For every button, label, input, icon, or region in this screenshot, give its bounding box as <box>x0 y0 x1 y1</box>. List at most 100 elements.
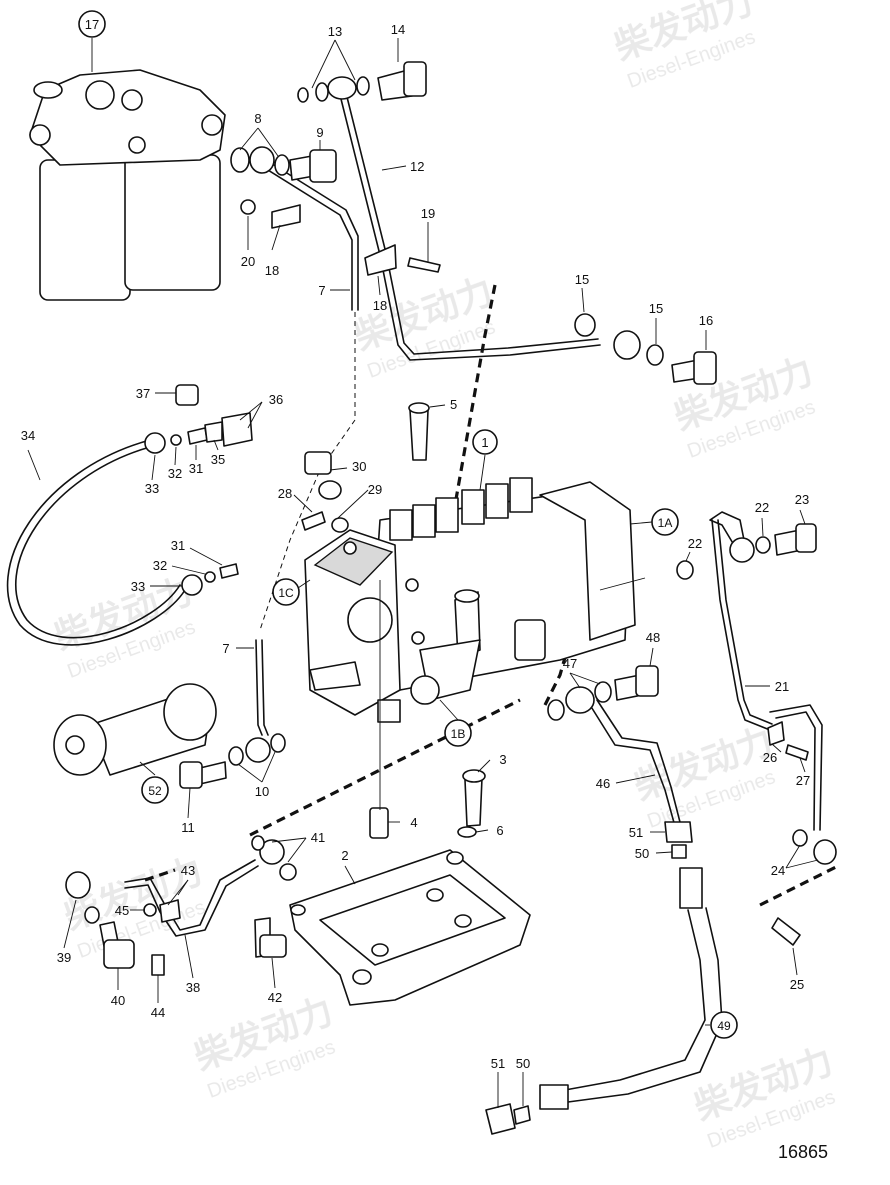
callout-21: 21 <box>775 679 789 694</box>
fuel-pipe-12 <box>339 94 601 361</box>
filter-head-boss <box>33 81 63 99</box>
svg-text:1: 1 <box>481 435 488 450</box>
washer-8 <box>274 154 290 176</box>
return-line-assembly <box>6 384 253 646</box>
callout-22: 22 <box>688 536 702 551</box>
olive-50 <box>513 1105 531 1125</box>
fuel-pipe-7-upper-edge <box>265 159 359 311</box>
washer-29 <box>331 517 349 533</box>
washer-41 <box>279 863 297 881</box>
banjo-fitting-15 <box>613 330 641 360</box>
callout-1B: 1B <box>444 719 472 747</box>
callout-1A: 1A <box>651 508 679 536</box>
delivery-valve-holder <box>461 489 485 525</box>
banjo-bolt-head-11 <box>179 761 203 789</box>
spring-35 <box>204 421 223 443</box>
filter-outlet-port <box>201 114 223 136</box>
callout-37: 37 <box>136 386 150 401</box>
pipe-21-lower-edge <box>775 711 816 831</box>
filter-head-plug <box>121 89 143 111</box>
olive-32 <box>170 434 182 446</box>
callout-10: 10 <box>255 784 269 799</box>
banjo-fitting-8 <box>249 146 275 174</box>
svg-text:1B: 1B <box>451 727 466 741</box>
washer-15 <box>574 313 596 337</box>
callout-31: 31 <box>189 461 203 476</box>
callout-40: 40 <box>111 993 125 1008</box>
callout-8: 8 <box>254 111 261 126</box>
pump-drive-shaft <box>309 661 361 691</box>
banjo-fitting-47 <box>565 686 595 714</box>
washer-10 <box>228 746 244 766</box>
callout-7: 7 <box>222 641 229 656</box>
callout-19: 19 <box>421 206 435 221</box>
fuel-pipe-21-assembly <box>676 511 837 946</box>
nut-45 <box>143 903 157 917</box>
washer-22 <box>676 560 694 580</box>
filter-head-plug <box>85 80 115 110</box>
callout-2: 2 <box>341 848 348 863</box>
callout-50: 50 <box>635 846 649 861</box>
pump-bracket-assembly <box>254 769 531 1006</box>
banjo-bolt-11 <box>199 761 227 785</box>
banjo-fitting-24 <box>813 839 837 865</box>
bolt-42-head <box>259 934 287 958</box>
washer-6 <box>457 826 477 838</box>
hose-end-fitting <box>679 867 703 909</box>
bolt-5-head <box>408 402 430 414</box>
callout-24: 24 <box>771 863 785 878</box>
nut-20 <box>240 199 256 215</box>
washer-13 <box>315 82 329 102</box>
hose-end-fitting <box>539 1084 569 1110</box>
fuel-pipe-7-lower-edge <box>261 639 269 736</box>
olive-32 <box>204 571 216 583</box>
callout-18: 18 <box>373 298 387 313</box>
bracket-pocket <box>319 874 506 966</box>
callout-17: 17 <box>78 10 106 38</box>
fuel-pipe-7-lower <box>255 639 263 736</box>
banjo-bolt-head-16 <box>693 351 717 385</box>
washer-41 <box>251 835 265 851</box>
banjo-bolt-head-9 <box>309 149 337 183</box>
bracket-hole <box>446 851 464 865</box>
fuel-pipe-46-assembly <box>547 665 693 859</box>
screw-44 <box>151 954 165 976</box>
fuel-pipe-7-upper <box>259 164 353 311</box>
pump-foot <box>377 699 401 723</box>
clamp-26 <box>767 721 785 746</box>
callout-1C: 1C <box>272 578 300 606</box>
clamp-43 <box>159 899 181 923</box>
bracket-hole <box>454 914 472 928</box>
callout-51: 51 <box>491 1056 505 1071</box>
filter-canister-left <box>39 159 131 301</box>
callout-50: 50 <box>516 1056 530 1071</box>
svg-text:1A: 1A <box>658 516 673 530</box>
banjo-bolt-head-14 <box>403 61 427 97</box>
filter-canister-right <box>124 154 221 291</box>
callout-22: 22 <box>755 500 769 515</box>
callout-12: 12 <box>410 159 424 174</box>
callout-13: 13 <box>328 24 342 39</box>
fuel-pipe-12-edge <box>345 92 599 355</box>
callout-4: 4 <box>410 815 417 830</box>
bolt-37 <box>175 384 199 406</box>
bolt-3 <box>464 777 483 827</box>
banjo-bolt-head-40 <box>103 939 135 969</box>
washer-24 <box>792 829 808 847</box>
callout-33: 33 <box>131 579 145 594</box>
coupling-hub <box>65 735 85 755</box>
callout-16: 16 <box>699 313 713 328</box>
tee-36 <box>221 412 253 447</box>
olive-50 <box>671 844 687 859</box>
callout-27: 27 <box>796 773 810 788</box>
break-line <box>543 639 572 706</box>
callout-6: 6 <box>496 823 503 838</box>
callout-42: 42 <box>268 990 282 1005</box>
bracket-hole <box>352 969 372 985</box>
delivery-valve-holder <box>389 509 413 541</box>
pipe-38-edge <box>124 865 259 937</box>
filter-outlet-port <box>128 136 146 154</box>
callout-31: 31 <box>171 538 185 553</box>
